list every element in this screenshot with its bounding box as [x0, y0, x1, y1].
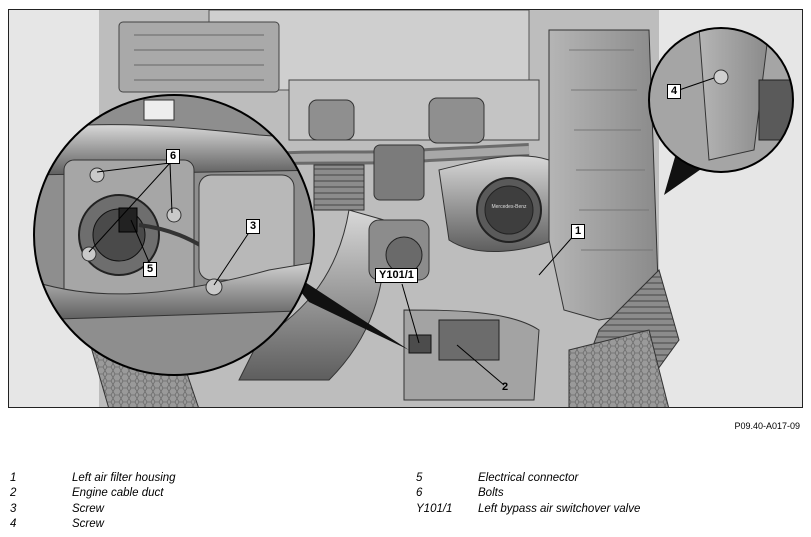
legend-text: Electrical connector [478, 472, 579, 484]
legend-text: Left air filter housing [72, 472, 176, 484]
legend-number: 4 [10, 518, 17, 530]
callout-1: 1 [571, 224, 586, 239]
legend-text: Left bypass air switchover valve [478, 503, 641, 515]
callout-6: 6 [166, 149, 181, 164]
figure-id: P09.40-A017-09 [734, 421, 800, 431]
legend-text: Screw [72, 518, 104, 530]
legend-text: Engine cable duct [72, 487, 164, 499]
callout-4: 4 [667, 84, 682, 99]
engine-diagram: Mercedes-Benz [8, 9, 803, 408]
legend-number: 3 [10, 503, 17, 515]
callout-2: 2 [502, 381, 509, 393]
engine-illustration: Mercedes-Benz [9, 10, 802, 407]
legend-number: 2 [10, 487, 17, 499]
callout-3: 3 [246, 219, 261, 234]
callout-y101-1: Y101/1 [375, 268, 418, 283]
legend-text: Screw [72, 503, 104, 515]
cap-brand-text: Mercedes-Benz [491, 204, 527, 210]
legend-number: 6 [416, 487, 423, 499]
legend-text: Bolts [478, 487, 504, 499]
legend-number: 1 [10, 472, 17, 484]
legend-number: 5 [416, 472, 423, 484]
legend-number: Y101/1 [416, 503, 453, 515]
callout-5: 5 [143, 262, 158, 277]
